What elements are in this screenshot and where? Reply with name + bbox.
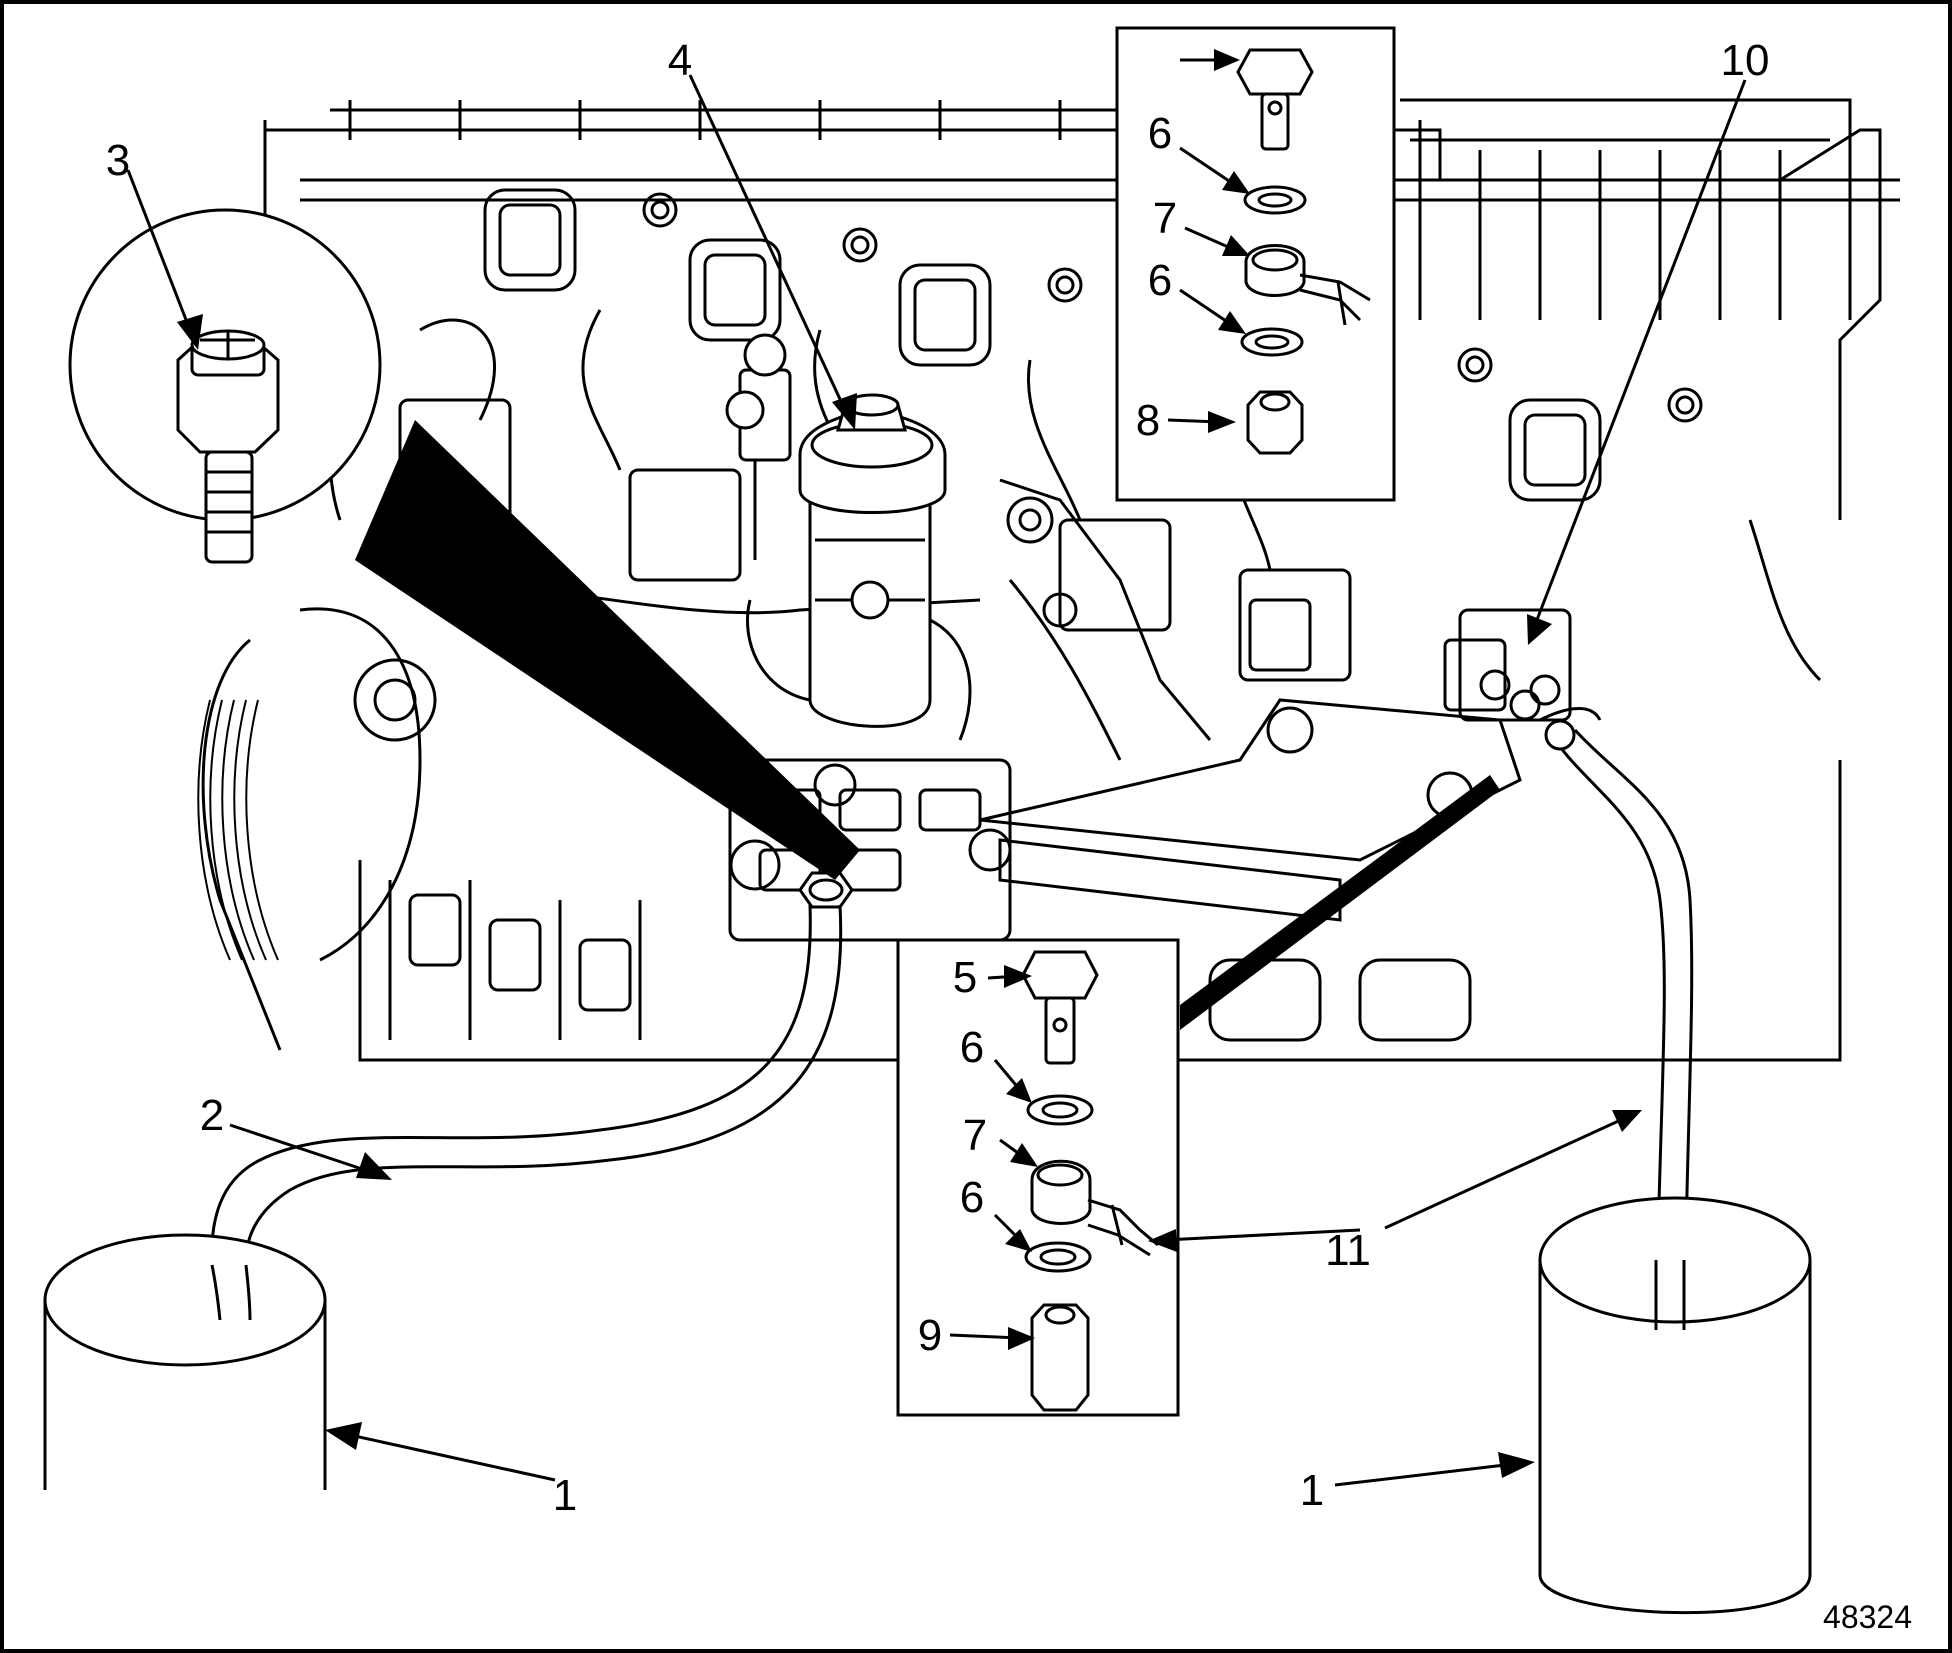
callout-4: 4 [668, 36, 692, 85]
callout-1-left: 1 [553, 1471, 577, 1520]
fuel-filter [746, 393, 972, 741]
callout-7-b: 7 [963, 1111, 987, 1160]
detail-box-lower [896, 775, 1500, 1417]
callout-labels: 1 1 2 3 4 5 6 6 6 6 7 7 8 9 10 11 48324 [106, 36, 1912, 1635]
drain-hose-right [1544, 719, 1694, 1331]
callout-1-right: 1 [1300, 1466, 1324, 1515]
callout-6-a: 6 [1148, 109, 1172, 158]
callout-6-c: 6 [960, 1023, 984, 1072]
callout-7-a: 7 [1153, 194, 1177, 243]
callout-10: 10 [1721, 36, 1770, 85]
drain-container-right [1538, 1196, 1812, 1614]
callout-8: 8 [1136, 396, 1160, 445]
callout-5: 5 [953, 953, 977, 1002]
callout-6-d: 6 [960, 1173, 984, 1222]
leader-lines [126, 49, 1747, 1487]
drain-container-left [43, 1233, 327, 1490]
callout-3: 3 [106, 136, 130, 185]
callout-9: 9 [918, 1311, 942, 1360]
detail-view-fitting [68, 208, 860, 880]
water-in-fuel-sensor [725, 333, 792, 560]
callout-11: 11 [1325, 1226, 1371, 1275]
drain-hose-left [210, 904, 843, 1266]
drain-fitting [798, 871, 854, 909]
detail-box-upper [1115, 26, 1396, 502]
callout-2: 2 [200, 1091, 224, 1140]
callout-6-b: 6 [1148, 256, 1172, 305]
figure-number: 48324 [1823, 1599, 1912, 1635]
